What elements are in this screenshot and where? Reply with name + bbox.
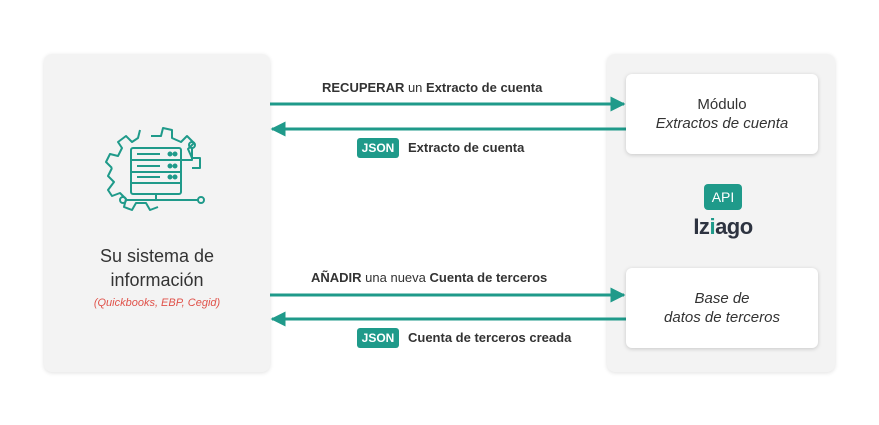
add-response-label: Cuenta de terceros creada (408, 330, 571, 345)
module-card: Módulo Extractos de cuenta (626, 74, 818, 154)
module-card-line2: Extractos de cuenta (655, 115, 789, 132)
api-badge: API (704, 184, 742, 210)
json-badge-add: JSON (357, 328, 399, 348)
retrieve-label: RECUPERAR un Extracto de cuenta (322, 80, 542, 95)
add-response-text: Cuenta de terceros creada (408, 330, 572, 345)
logo-suffix: ago (715, 214, 753, 239)
logo-accent: i (709, 214, 716, 239)
json-badge-retrieve: JSON (357, 138, 399, 158)
retrieve-connector: un (404, 80, 427, 95)
add-object: Cuenta de terceros (429, 270, 548, 285)
logo-prefix: Iz (693, 214, 710, 239)
add-connector: una nueva (361, 270, 430, 285)
system-subtitle: (Quickbooks, EBP, Cegid) (93, 297, 221, 309)
retrieve-response-text: Extracto de cuenta (408, 140, 525, 155)
iziago-logo: Iziago (686, 214, 760, 240)
information-system-panel (44, 54, 270, 372)
system-title-line2: información (110, 270, 204, 290)
base-card-line1: Base de (694, 290, 750, 307)
system-title-line1: Su sistema de (99, 246, 215, 266)
retrieve-verb: RECUPERAR (322, 80, 405, 95)
retrieve-response-label: Extracto de cuenta (408, 140, 524, 155)
module-card-line1: Módulo (697, 96, 747, 113)
base-card: Base de datos de terceros (626, 268, 818, 348)
base-card-line2: datos de terceros (664, 309, 780, 326)
retrieve-object: Extracto de cuenta (426, 80, 543, 95)
add-label: AÑADIR una nueva Cuenta de terceros (311, 270, 547, 285)
system-title: Su sistema de información (44, 244, 270, 292)
add-verb: AÑADIR (311, 270, 362, 285)
